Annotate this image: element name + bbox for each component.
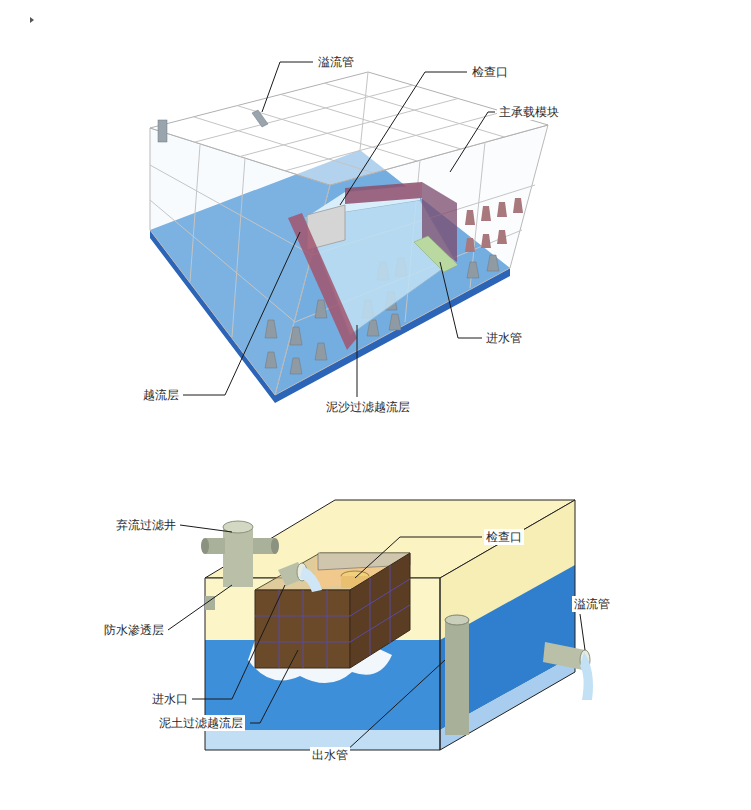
part-label: 检查口 [470,64,510,80]
part-label: 泥沙过滤越流层 [324,399,412,415]
corner-mark [30,17,34,23]
part-label: 检查口 [484,529,524,545]
part-label: 防水渗透层 [102,622,166,638]
storage-module-top [150,72,548,403]
storage-tank-bottom [201,500,593,750]
part-label: 进水口 [150,691,190,707]
part-label: 主承载模块 [497,104,561,120]
part-label: 进水管 [484,330,524,346]
part-label: 溢流管 [316,54,356,70]
part-label: 出水管 [310,747,350,763]
part-label: 泥土过滤越流层 [157,715,245,731]
part-label: 越流层 [141,387,181,403]
part-label: 弃流过滤井 [114,517,178,533]
part-label: 溢流管 [572,596,612,612]
leader-lines [168,62,585,752]
